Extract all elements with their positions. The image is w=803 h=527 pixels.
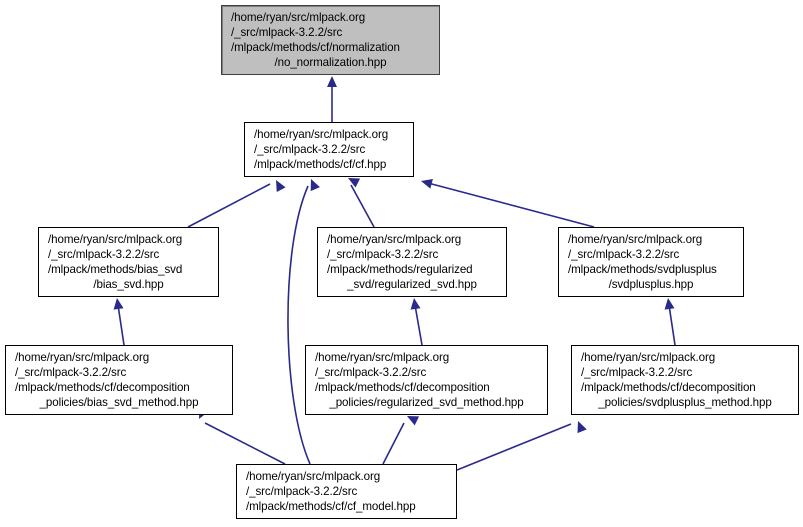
node-label-line: _policies/svdplusplus_method.hpp <box>598 396 772 409</box>
edge-cf-model-to-svdplusplus-method <box>456 423 572 471</box>
no-normalization-hpp-node[interactable]: /home/ryan/src/mlpack.org /_src/mlpack-3.… <box>221 5 440 75</box>
edge-cf-model-to-regularized-svd-method <box>382 422 405 465</box>
node-label-line: /_src/mlpack-3.2.2/src <box>231 26 343 39</box>
svdplusplus-hpp-node[interactable]: /home/ryan/src/mlpack.org /_src/mlpack-3.… <box>558 227 744 297</box>
cf-hpp-node[interactable]: /home/ryan/src/mlpack.org /_src/mlpack-3.… <box>244 122 414 177</box>
node-label-line: /home/ryan/src/mlpack.org <box>315 351 450 364</box>
edge-svdplusplus-method-to-svdplusplus-arrowhead <box>664 298 675 310</box>
node-label-line: /mlpack/methods/svdplusplus <box>568 263 717 276</box>
node-label-line: /home/ryan/src/mlpack.org <box>48 233 183 246</box>
node-label-line: /mlpack/methods/cf/decomposition <box>15 381 190 394</box>
node-label-line: /mlpack/methods/cf/decomposition <box>315 381 490 394</box>
edge-bias-svd-method-to-bias-svd <box>117 304 125 346</box>
node-label-line: /home/ryan/src/mlpack.org <box>254 128 389 141</box>
edge-svdplusplus-to-cf-arrowhead <box>421 179 433 189</box>
node-label-line: /_src/mlpack-3.2.2/src <box>327 248 439 261</box>
node-label-line: /mlpack/methods/cf/cf_model.hpp <box>246 500 416 513</box>
regularized-svd-method-hpp-node[interactable]: /home/ryan/src/mlpack.org /_src/mlpack-3.… <box>305 345 548 415</box>
node-label-line: /home/ryan/src/mlpack.org <box>327 233 462 246</box>
node-label-line: /mlpack/methods/regularized <box>327 263 473 276</box>
node-label-line: _policies/bias_svd_method.hpp <box>39 396 199 409</box>
node-label-line: /home/ryan/src/mlpack.org <box>15 351 150 364</box>
edge-cf-model-to-cf-arrowhead <box>310 179 320 192</box>
node-label-line: /bias_svd.hpp <box>93 278 164 291</box>
node-label-line: /home/ryan/src/mlpack.org <box>246 470 381 483</box>
node-label-line: /_src/mlpack-3.2.2/src <box>48 248 160 261</box>
edge-cf-model-to-cf <box>287 185 311 465</box>
node-label-line: /_src/mlpack-3.2.2/src <box>15 366 127 379</box>
edge-svdplusplus-method-to-svdplusplus <box>668 304 676 346</box>
node-label-line: /mlpack/methods/bias_svd <box>48 263 183 276</box>
edge-cf-to-no-normalization-arrowhead <box>327 76 337 87</box>
node-label-line: _policies/regularized_svd_method.hpp <box>329 396 524 409</box>
edge-regularized-svd-method-to-regularized-svd-arrowhead <box>410 298 421 310</box>
node-label-line: _svd/regularized_svd.hpp <box>347 278 477 291</box>
svdplusplus-method-hpp-node[interactable]: /home/ryan/src/mlpack.org /_src/mlpack-3.… <box>571 345 799 415</box>
node-label-line: /no_normalization.hpp <box>274 56 387 69</box>
node-label-line: /_src/mlpack-3.2.2/src <box>254 143 366 156</box>
node-label-line: /home/ryan/src/mlpack.org <box>231 11 366 24</box>
edge-regularized-svd-to-cf <box>350 184 375 228</box>
bias-svd-hpp-node[interactable]: /home/ryan/src/mlpack.org /_src/mlpack-3.… <box>38 227 219 297</box>
edge-regularized-svd-to-cf-arrowhead <box>348 178 361 188</box>
node-label-line: /home/ryan/src/mlpack.org <box>568 233 703 246</box>
edge-bias-svd-method-to-bias-svd-arrowhead <box>113 298 124 310</box>
node-label-line: /mlpack/methods/cf/decomposition <box>581 381 756 394</box>
node-label-line: /_src/mlpack-3.2.2/src <box>315 366 427 379</box>
node-label-line: /svdplusplus.hpp <box>608 278 694 291</box>
edge-cf-model-to-regularized-svd-method-arrowhead <box>407 416 420 426</box>
regularized-svd-hpp-node[interactable]: /home/ryan/src/mlpack.org /_src/mlpack-3.… <box>317 227 507 297</box>
node-label-line: /mlpack/methods/cf/normalization <box>231 41 400 54</box>
edge-bias-svd-to-cf-arrowhead <box>276 180 286 193</box>
node-label-line: /_src/mlpack-3.2.2/src <box>246 485 358 498</box>
edge-regularized-svd-method-to-regularized-svd <box>414 304 423 346</box>
node-label-line: /home/ryan/src/mlpack.org <box>581 351 716 364</box>
node-label-line: /_src/mlpack-3.2.2/src <box>568 248 680 261</box>
bias-svd-method-hpp-node[interactable]: /home/ryan/src/mlpack.org /_src/mlpack-3.… <box>5 345 233 415</box>
cf-model-hpp-node[interactable]: /home/ryan/src/mlpack.org /_src/mlpack-3.… <box>236 464 457 519</box>
edge-cf-model-to-bias-svd-method <box>204 422 286 465</box>
edge-svdplusplus-to-cf <box>427 182 595 228</box>
node-label-line: /mlpack/methods/cf/cf.hpp <box>254 158 387 171</box>
edge-bias-svd-to-cf <box>187 183 271 228</box>
node-label-line: /_src/mlpack-3.2.2/src <box>581 366 693 379</box>
edge-cf-model-to-svdplusplus-method-arrowhead <box>577 421 587 434</box>
